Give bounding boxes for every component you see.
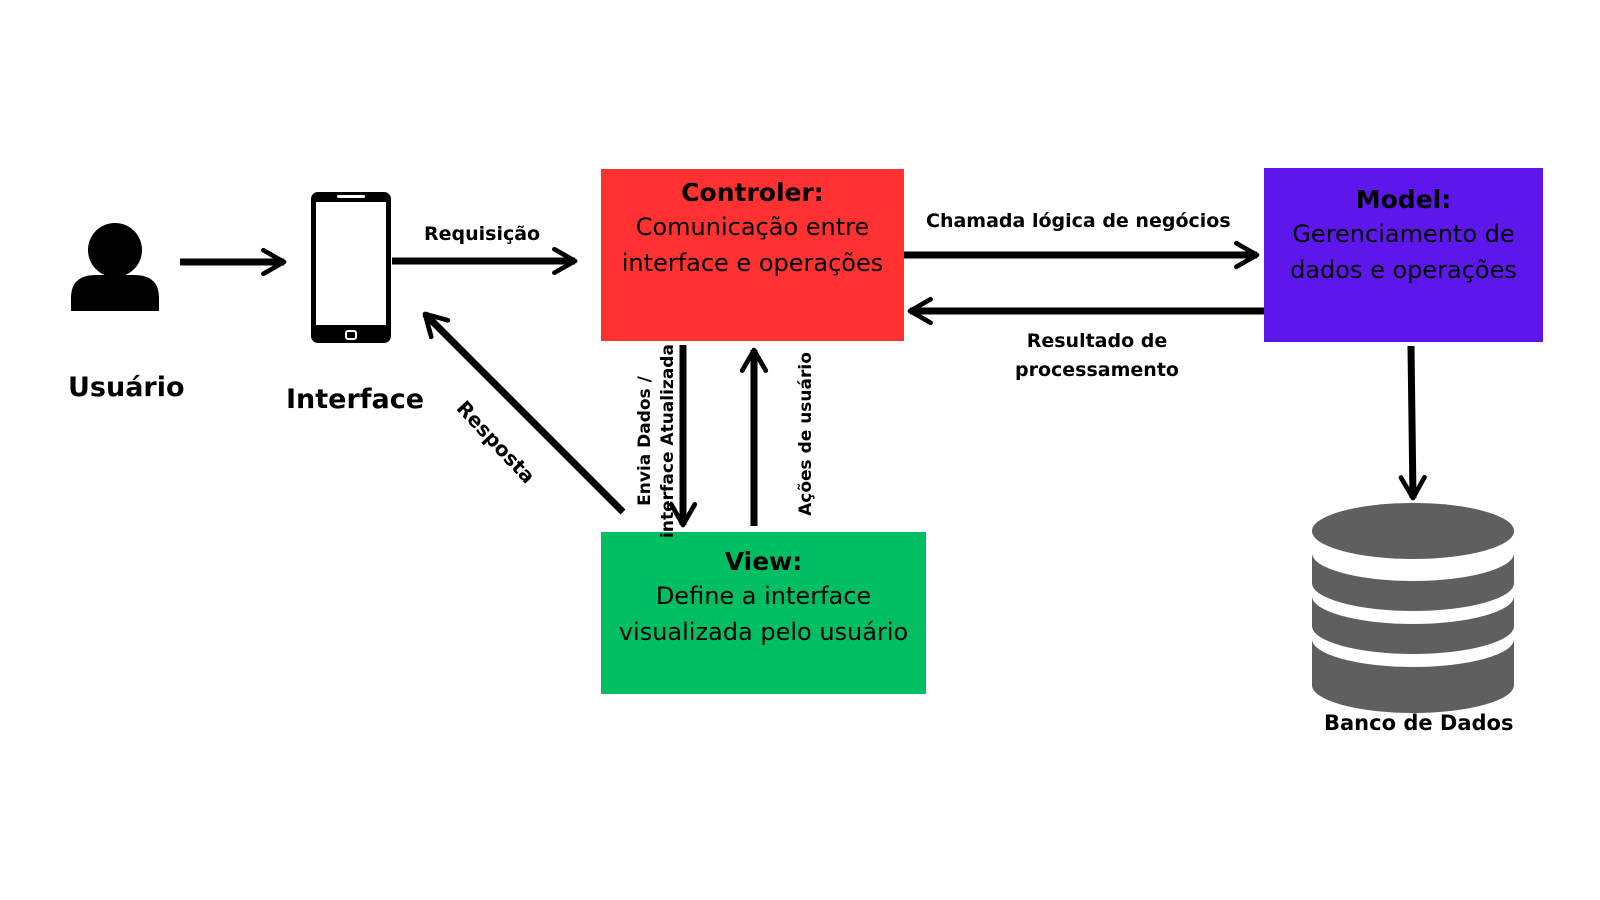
- acoes-label: Ações de usuário: [795, 352, 816, 516]
- user-icon: [71, 223, 159, 311]
- user-label: Usuário: [68, 372, 185, 403]
- model-box: Model: Gerenciamento de dados e operaçõe…: [1264, 168, 1543, 342]
- requisicao-label: Requisição: [424, 223, 541, 245]
- controller-box: Controler: Comunicação entre interface e…: [601, 169, 904, 341]
- chamada-label: Chamada lógica de negócios: [926, 210, 1231, 232]
- view-box: View: Define a interface visualizada pel…: [601, 532, 926, 694]
- interface-label: Interface: [286, 384, 425, 415]
- smartphone-icon: [311, 192, 391, 343]
- controller-description: Comunicação entre interface e operações: [621, 213, 884, 277]
- model-description: Gerenciamento de dados e operações: [1290, 220, 1517, 284]
- envia-label: Envia Dados / interface Atualizada: [634, 344, 678, 538]
- arrow-model-to-database: [1398, 345, 1427, 501]
- resultado-label: Resultado de processamento: [1015, 330, 1179, 381]
- database-icon: [1312, 503, 1514, 713]
- controller-title: Controler:: [681, 178, 824, 207]
- view-description: Define a interface visualizada pelo usuá…: [618, 582, 909, 646]
- arrow-resposta: [422, 311, 626, 515]
- database-label: Banco de Dados: [1324, 711, 1514, 735]
- view-title: View:: [724, 547, 803, 576]
- model-title: Model:: [1355, 185, 1452, 214]
